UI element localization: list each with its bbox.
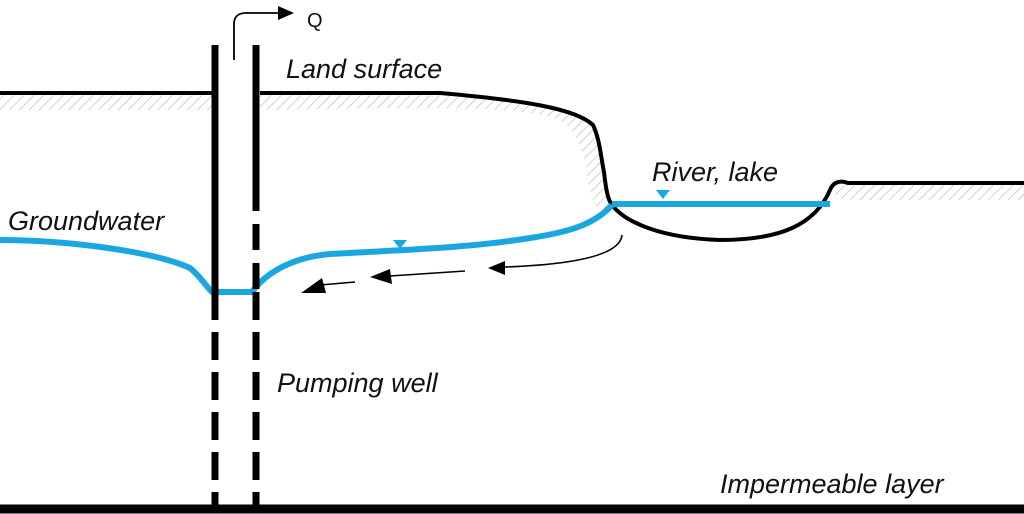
flow-arrow-icon <box>301 278 326 293</box>
river-level-marker-icon <box>656 190 670 199</box>
discharge-pipe-line <box>233 12 280 60</box>
flow-line <box>389 270 466 277</box>
water-table-marker-icon <box>393 240 407 249</box>
river-lake-label: River, lake <box>652 157 778 187</box>
groundwater-table-line <box>0 202 615 295</box>
flow-arrow-icon <box>488 261 505 275</box>
flow-arrows <box>301 234 623 293</box>
soil-hatching <box>0 93 1024 208</box>
discharge-label: Q <box>307 10 323 32</box>
land-surface-label: Land surface <box>286 54 442 84</box>
pumping-well-label: Pumping well <box>277 368 439 398</box>
discharge-arrow-icon <box>278 6 294 20</box>
pumping-well <box>211 45 260 505</box>
flow-arrow-icon <box>370 269 392 284</box>
flow-curve <box>504 234 623 268</box>
flow-line <box>319 281 356 286</box>
impermeable-layer-label: Impermeable layer <box>720 469 945 499</box>
groundwater-label: Groundwater <box>8 206 165 236</box>
